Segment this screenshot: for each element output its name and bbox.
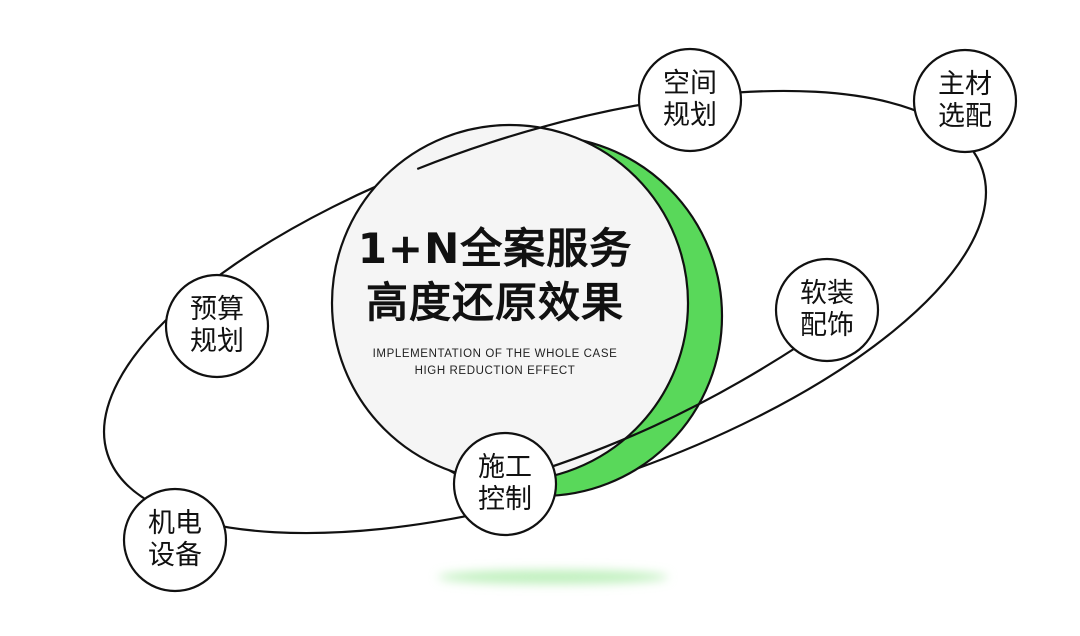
- node-construction-control: 施工 控制: [455, 434, 555, 534]
- node-circle-soft-decoration: [774, 257, 880, 363]
- node-label-line2: 设备: [148, 540, 202, 571]
- node-circle-space-planning: [637, 47, 743, 153]
- orbit-front: [332, 125, 688, 481]
- center-text-block: 1+N全案服务 高度还原效果 IMPLEMENTATION OF THE WHO…: [330, 222, 660, 380]
- node-circle-budget-planning: [164, 273, 270, 379]
- node-circle-material-selection: [912, 48, 1018, 154]
- node-circle-mep-equipment: [122, 487, 228, 593]
- node-circle-construction-control: [452, 431, 558, 537]
- node-material-selection: 主材 选配: [915, 51, 1015, 151]
- node-label-line2: 控制: [478, 484, 532, 515]
- node-label-line1: 预算: [190, 294, 244, 325]
- node-label-line1: 主材: [938, 69, 992, 100]
- node-label-line2: 配饰: [800, 310, 854, 341]
- node-mep-equipment: 机电 设备: [125, 490, 225, 590]
- node-label-line1: 空间: [663, 68, 717, 99]
- node-label-line2: 规划: [190, 326, 244, 357]
- node-budget-planning: 预算 规划: [167, 276, 267, 376]
- center-subtitle-line2: HIGH REDUCTION EFFECT: [414, 365, 576, 377]
- ground-shadow: [438, 570, 668, 584]
- node-label-line2: 选配: [938, 101, 992, 132]
- center-title-line2: 高度还原效果: [365, 278, 624, 327]
- center-subtitle: IMPLEMENTATION OF THE WHOLE CASE HIGH RE…: [330, 346, 660, 380]
- node-label-line1: 机电: [148, 508, 202, 539]
- node-label-line2: 规划: [663, 100, 717, 131]
- center-subtitle-line1: IMPLEMENTATION OF THE WHOLE CASE: [372, 348, 618, 360]
- center-title-line1: 1+N全案服务: [357, 224, 633, 273]
- node-label-line1: 软装: [800, 278, 854, 309]
- node-space-planning: 空间 规划: [640, 50, 740, 150]
- node-label-line1: 施工: [478, 452, 532, 483]
- node-soft-decoration: 软装 配饰: [777, 260, 877, 360]
